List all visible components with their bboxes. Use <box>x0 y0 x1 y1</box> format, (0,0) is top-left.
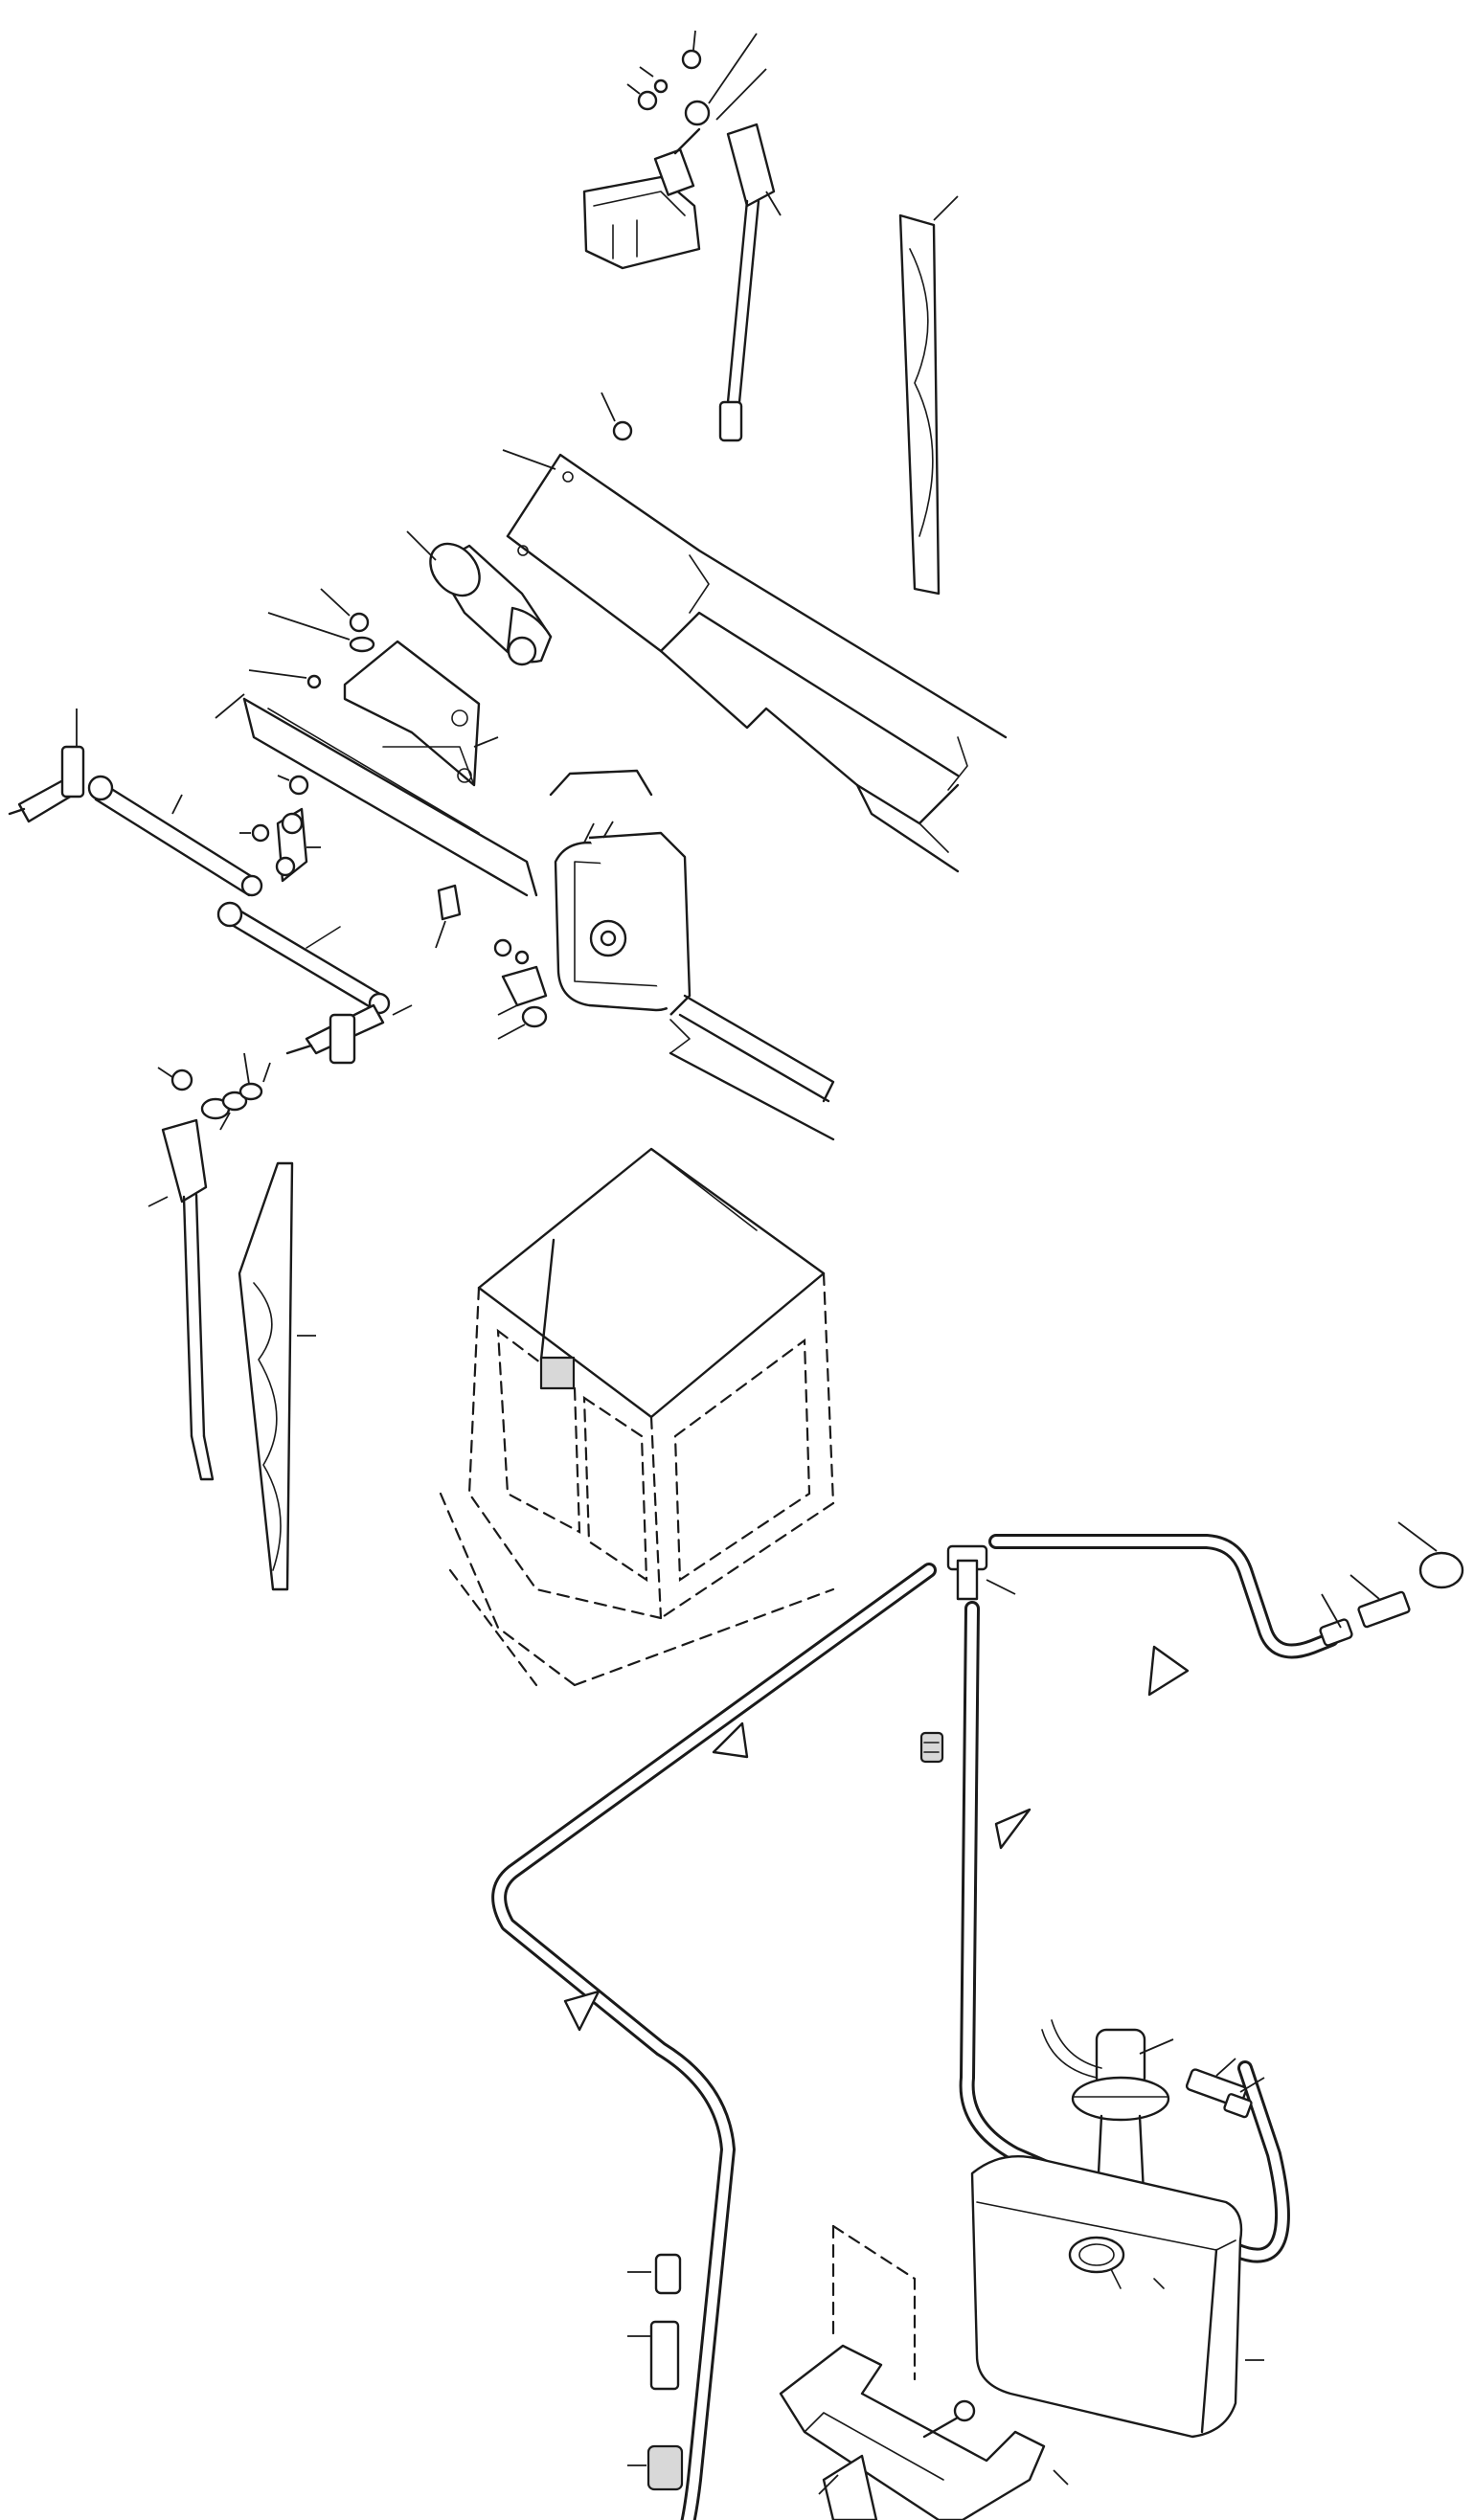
wiper-motor-housing <box>549 769 692 1016</box>
rear-wiper-motor <box>582 127 701 270</box>
rear-wiper-arm <box>718 123 782 442</box>
wiper-cover-panel <box>502 449 1008 873</box>
front-wiper-motor <box>406 530 553 666</box>
front-wiper-arm <box>147 1118 215 1481</box>
motor-nut-group <box>626 30 767 126</box>
tank-bracket <box>779 2224 1069 2520</box>
crank-arm <box>275 807 321 883</box>
motor-bracket <box>343 640 499 787</box>
washer-tank <box>970 2155 1264 2439</box>
pump-hose-fitting <box>1185 2058 1265 2119</box>
pivot-nut-washers <box>157 1052 271 1131</box>
nozzle-bottom-left <box>627 2253 684 2491</box>
pivot-left <box>8 709 85 823</box>
pivot-right <box>285 1003 413 1065</box>
nozzle-top-right <box>1319 1521 1464 1647</box>
long-plate <box>215 693 538 897</box>
bracket-nut-washer <box>248 588 375 689</box>
hose-t-joint <box>946 1544 1016 1601</box>
lower-trim-strip <box>669 994 835 1141</box>
link-rod-2 <box>216 901 391 1015</box>
front-wiper-blade <box>238 1161 316 1591</box>
grommet-nut <box>435 884 462 949</box>
link-rod-1 <box>87 775 263 897</box>
rear-wiper-blade <box>898 195 959 596</box>
cab-outline <box>439 1147 835 1687</box>
link-bolt <box>239 775 309 843</box>
hose-clip <box>919 1731 944 1764</box>
small-nut <box>601 392 633 441</box>
